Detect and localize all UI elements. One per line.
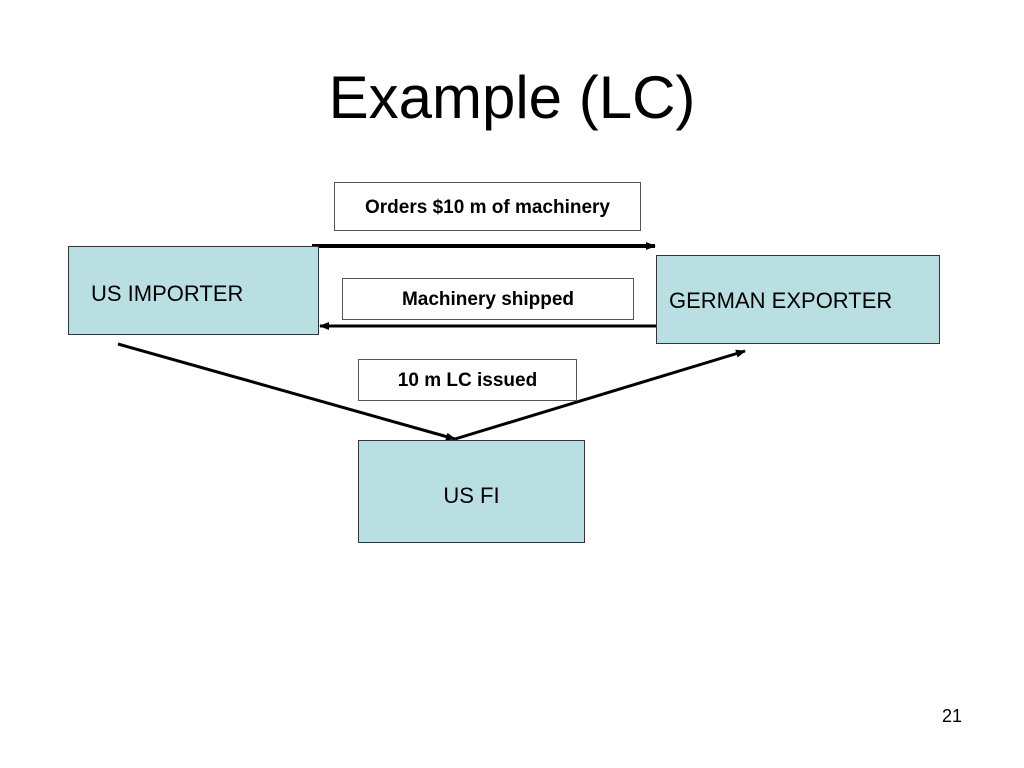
node-us-fi-label: US FI [443, 483, 500, 508]
node-german-exporter: GERMAN EXPORTER [656, 255, 940, 344]
node-us-fi: US FI [358, 440, 585, 543]
node-us-importer: US IMPORTER [68, 246, 319, 335]
arrow-importer-to-fi [117, 342, 456, 441]
edge-label-lc-issued: 10 m LC issued [358, 359, 577, 401]
edge-label-shipped: Machinery shipped [342, 278, 634, 320]
slide-title: Example (LC) [328, 64, 696, 131]
edge-label-orders: Orders $10 m of machinery [334, 182, 641, 231]
page-number: 21 [941, 706, 962, 726]
node-german-exporter-label: GERMAN EXPORTER [669, 288, 893, 313]
arrow-fi-to-exporter [454, 349, 746, 441]
node-us-importer-label: US IMPORTER [91, 281, 244, 306]
